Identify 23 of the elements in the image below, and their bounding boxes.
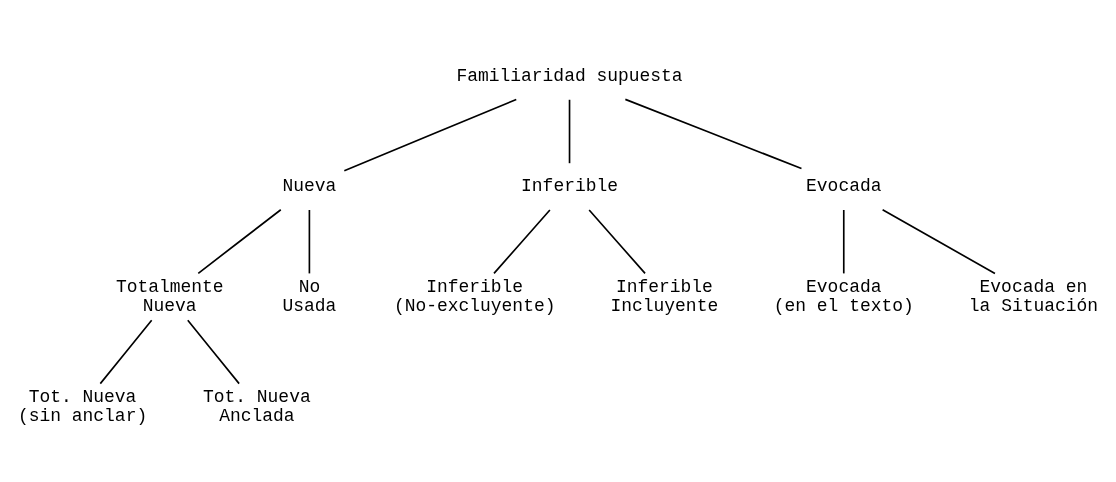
connector [197, 208, 282, 274]
node-text: Evocada [806, 175, 882, 196]
connector [881, 208, 996, 274]
connector [568, 98, 571, 164]
node-text: Familiaridad supuesta [456, 65, 683, 86]
connector [99, 318, 153, 384]
node-text: Inferible [521, 175, 618, 196]
connector [308, 208, 311, 274]
connector [588, 208, 646, 274]
node-text: Evocada (en el texto) [773, 276, 914, 316]
node-text: No Usada [282, 276, 337, 316]
connector [842, 208, 845, 274]
connector [624, 98, 803, 169]
node-text: Tot. Nueva (sin anclar) [17, 386, 148, 426]
node-text: Inferible (No-excluyente) [393, 276, 556, 316]
node-text: Inferible Incluyente [610, 276, 719, 316]
node-text: Nueva [282, 175, 337, 196]
connector [343, 98, 518, 171]
node-text: Tot. Nueva Anclada [203, 386, 311, 426]
node-text: Evocada en la Situación [968, 276, 1099, 316]
node-text: Totalmente Nueva [115, 276, 224, 316]
connector [186, 318, 240, 384]
connector [493, 208, 551, 274]
